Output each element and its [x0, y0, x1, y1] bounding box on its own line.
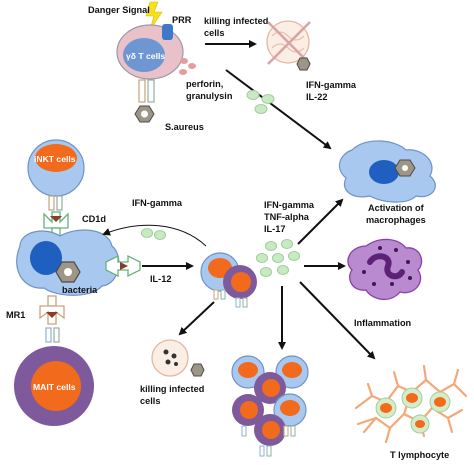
activation-label-1: Activation of — [368, 203, 425, 213]
tnf-alpha-label: TNF-alpha — [264, 212, 310, 222]
cytokine-dots-center — [256, 239, 300, 277]
s-aureus-icon — [134, 105, 155, 123]
t-lymphocyte-label: T lymphocyte — [390, 450, 449, 460]
arrow-to-killed-cell-bottom — [178, 301, 215, 336]
mait-cell: MAIT cells — [14, 346, 94, 426]
danger-signal-label: Danger Signal — [88, 5, 150, 15]
activated-macrophage — [338, 140, 436, 203]
perforin-label: perforin, — [186, 79, 223, 89]
cd1d-molecule — [43, 211, 69, 239]
inkt-cells-label: iNKT cells — [34, 154, 76, 164]
cytokine-dots-feedback — [141, 228, 166, 240]
ifn-gamma-c-label: IFN-gamma — [264, 200, 315, 210]
killed-infected-cell-top — [266, 20, 311, 71]
granule — [179, 69, 187, 75]
proliferating-t-cells — [231, 355, 309, 457]
gd-t-cells-label: γδ T cells — [126, 51, 165, 61]
bacteria-label: bacteria — [62, 285, 98, 295]
mr1-molecule — [39, 295, 65, 325]
ifn-gamma-top-label: IFN-gamma — [306, 80, 357, 90]
killing-infected-top-label: killing infected — [204, 16, 268, 26]
mait-cells-label: MAIT cells — [33, 382, 76, 392]
killed-infected-cell-bottom — [151, 339, 205, 377]
il17-label: IL-17 — [264, 224, 285, 234]
granule — [180, 58, 188, 64]
il22-label: IL-22 — [306, 92, 327, 102]
prr-label: PRR — [172, 15, 192, 25]
t-lymphocyte-network — [354, 364, 468, 444]
granulysin-label: granulysin — [186, 91, 233, 101]
prr-receptor — [162, 24, 173, 40]
mait-tcr-receptor — [45, 327, 60, 343]
gd-tcr-receptor — [138, 79, 155, 103]
s-aureus-label: S.aureus — [165, 122, 204, 132]
cytokine-dots-top — [246, 90, 275, 114]
inkt-tcr-receptor — [48, 195, 63, 211]
ifn-gamma-feedback-arrow — [102, 224, 207, 247]
arrow-to-macrophage-top — [225, 69, 332, 150]
killing-infected-bottom-label: killing infected — [140, 384, 204, 394]
granule — [188, 63, 196, 69]
il12-label: IL-12 — [150, 274, 171, 284]
inflammation-cell — [347, 238, 423, 300]
arrow-to-t-lymphocyte — [299, 281, 376, 360]
ifn-gamma-mid-label: IFN-gamma — [132, 198, 183, 208]
inflammation-label: Inflammation — [354, 318, 412, 328]
mr1-label: MR1 — [6, 310, 25, 320]
activation-label-2: macrophages — [366, 215, 426, 225]
gd-t-cell: γδ T cells — [116, 24, 196, 80]
apc-receptor-right — [105, 254, 141, 278]
arrow-to-macrophage-center — [297, 198, 344, 245]
inkt-cell: iNKT cells — [27, 139, 85, 197]
killing-infected-bottom-label-2: cells — [140, 396, 160, 406]
danger-signal-bolt-icon — [145, 1, 163, 31]
killing-infected-top-label-2: cells — [204, 28, 224, 38]
cd1d-label: CD1d — [82, 214, 106, 224]
activated-t-cell-pair — [200, 252, 257, 308]
